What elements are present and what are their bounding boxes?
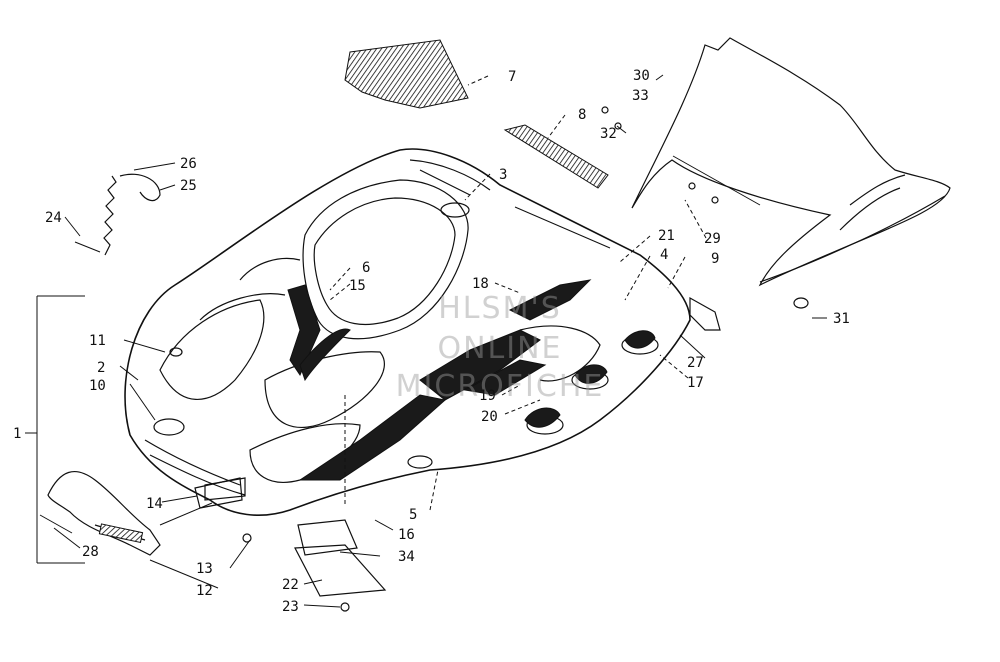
- callout-9: 9: [711, 251, 719, 267]
- callout-13: 13: [196, 561, 213, 577]
- plate-14: [194, 477, 243, 509]
- callout-7: 7: [508, 69, 516, 85]
- callout-16: 16: [398, 527, 415, 543]
- callout-12: 12: [196, 583, 213, 599]
- plate-22: [294, 544, 387, 597]
- callout-21: 21: [658, 228, 675, 244]
- callout-3: 3: [499, 167, 507, 183]
- watermark-line-3: MICROFICHE: [396, 369, 605, 404]
- callout-24: 24: [45, 210, 62, 226]
- plate-34: [297, 519, 358, 556]
- screw-23: [340, 602, 350, 612]
- windshield: [631, 37, 951, 287]
- bracket-27: [689, 296, 721, 331]
- callout-26: 26: [180, 156, 197, 172]
- callout-14: 14: [146, 496, 163, 512]
- watermark-line-2: ONLINE: [437, 331, 562, 366]
- vent-7: [344, 39, 469, 109]
- callout-29: 29: [704, 231, 721, 247]
- callout-2: 2: [97, 360, 105, 376]
- fastener-31: [793, 297, 809, 309]
- watermark-line-1: HLSM'S: [438, 291, 562, 326]
- callout-30: 30: [633, 68, 650, 84]
- callout-25: 25: [180, 178, 197, 194]
- callout-4: 4: [660, 247, 668, 263]
- callout-8: 8: [578, 107, 586, 123]
- callout-28: 28: [82, 544, 99, 560]
- callout-32: 32: [600, 126, 617, 142]
- callout-18: 18: [472, 276, 489, 292]
- hood-decals: [287, 279, 659, 481]
- callout-34: 34: [398, 549, 415, 565]
- callout-31: 31: [833, 311, 850, 327]
- leader-lines: [25, 74, 827, 608]
- spring-assembly: [74, 173, 161, 256]
- hood: [124, 148, 691, 516]
- watermark: HLSM'S ONLINE MICROFICHE: [396, 291, 605, 404]
- screw-33: [601, 106, 609, 114]
- callout-10: 10: [89, 378, 106, 394]
- nut-32: [614, 122, 622, 130]
- callout-19: 19: [479, 388, 496, 404]
- callout-labels: 1 2 3 4 5 6 7 8 9 10 11 12 13 14 15 16 1…: [13, 68, 850, 615]
- callout-20: 20: [481, 409, 498, 425]
- callout-17: 17: [687, 375, 704, 391]
- callout-6: 6: [362, 260, 370, 276]
- callout-11: 11: [89, 333, 106, 349]
- callout-22: 22: [282, 577, 299, 593]
- nose-piece: [39, 471, 161, 556]
- trim-8: [503, 124, 609, 189]
- callout-27: 27: [687, 355, 704, 371]
- screw-13: [242, 533, 252, 543]
- callout-5: 5: [409, 507, 417, 523]
- callout-15: 15: [349, 278, 366, 294]
- callout-33: 33: [632, 88, 649, 104]
- callout-1: 1: [13, 426, 21, 442]
- callout-23: 23: [282, 599, 299, 615]
